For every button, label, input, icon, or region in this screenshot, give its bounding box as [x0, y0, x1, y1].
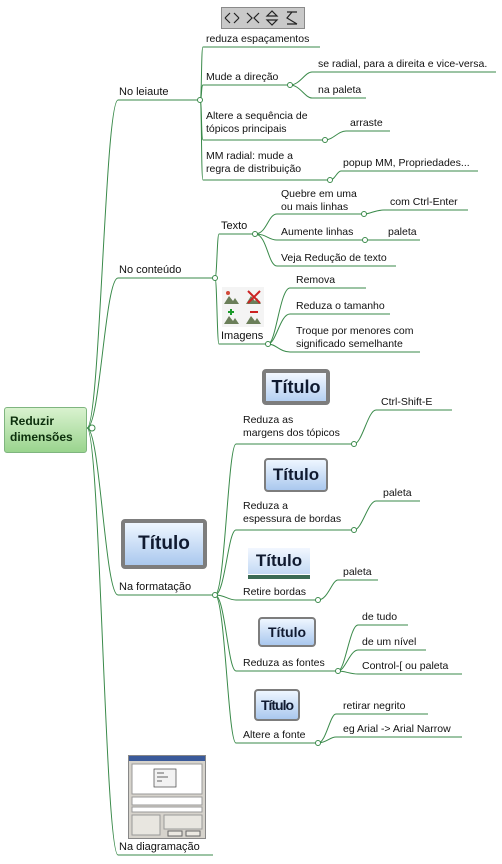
branch-content[interactable]: No conteúdo [119, 264, 182, 276]
topic-ctrl-shift-e[interactable]: Ctrl-Shift-E [381, 396, 433, 408]
topic-if-radial[interactable]: se radial, para a direita e vice-versa. [318, 58, 488, 70]
topic-reduce-size[interactable]: Reduza o tamanho [296, 300, 385, 312]
topic-change-order[interactable]: Altere a sequência de tópicos principais [206, 110, 308, 135]
topic-palette[interactable]: paleta [388, 226, 417, 238]
title-sample-large: Título [121, 519, 207, 569]
branch-formatting[interactable]: Na formatação [119, 581, 192, 593]
topic-change-direction[interactable]: Mude a direção [206, 71, 279, 83]
topic-reduce-border[interactable]: Reduza a espessura de bordas [243, 500, 342, 525]
topic-remove-borders[interactable]: Retire bordas [243, 586, 307, 598]
branch-layout[interactable]: No leiaute [119, 86, 169, 98]
title-underline [248, 575, 310, 579]
topic-ctrl-enter[interactable]: com Ctrl-Enter [390, 196, 458, 208]
topic-reduce-margins[interactable]: Reduza as margens dos tópicos [243, 414, 340, 439]
topic-all[interactable]: de tudo [362, 611, 398, 623]
topic-images[interactable]: Imagens [221, 330, 264, 342]
topic-on-palette[interactable]: na paleta [318, 84, 362, 96]
topic-swap-smaller[interactable]: Troque por menores com significado semel… [296, 325, 414, 350]
image-edit-icons [222, 287, 264, 327]
topic-palette-border[interactable]: paleta [383, 487, 412, 499]
topic-increase-lines[interactable]: Aumente linhas [281, 226, 354, 238]
topic-see-text-reduction[interactable]: Veja Redução de texto [281, 252, 387, 264]
title-sample-small-font: Título [258, 617, 316, 647]
topic-drag[interactable]: arraste [350, 117, 383, 129]
topic-text[interactable]: Texto [221, 220, 248, 232]
title-sample-narrow-font: Título [254, 689, 300, 721]
topic-mm-radial[interactable]: MM radial: mude a regra de distribuição [206, 150, 302, 175]
title-sample-no-border: Título [248, 548, 310, 574]
topic-ctrl-bracket[interactable]: Control-[ ou paleta [362, 660, 449, 672]
topic-remove[interactable]: Remova [296, 274, 336, 286]
topic-palette-remove-borders[interactable]: paleta [343, 566, 372, 578]
topic-arial-narrow[interactable]: eg Arial -> Arial Narrow [343, 723, 451, 735]
topic-change-font[interactable]: Altere a fonte [243, 729, 306, 741]
dialog-screenshot-thumbnail [128, 755, 206, 839]
topic-popup-props[interactable]: popup MM, Propriedades... [343, 157, 470, 169]
topic-reduce-spacing[interactable]: reduza espaçamentos [206, 33, 310, 45]
topic-one-level[interactable]: de um nível [362, 636, 417, 648]
title-sample-thin-border: Título [264, 458, 328, 492]
topic-break-lines[interactable]: Quebre em uma ou mais linhas [281, 188, 357, 213]
title-sample-thick-border: Título [262, 369, 330, 405]
topic-no-bold[interactable]: retirar negrito [343, 700, 406, 712]
topic-reduce-fonts[interactable]: Reduza as fontes [243, 657, 325, 669]
root-label: Reduzir dimensões [10, 414, 73, 444]
spacing-toolbar-icons [221, 7, 305, 29]
branch-diagram[interactable]: Na diagramação [119, 841, 200, 853]
root-topic[interactable]: Reduzir dimensões [4, 407, 87, 453]
